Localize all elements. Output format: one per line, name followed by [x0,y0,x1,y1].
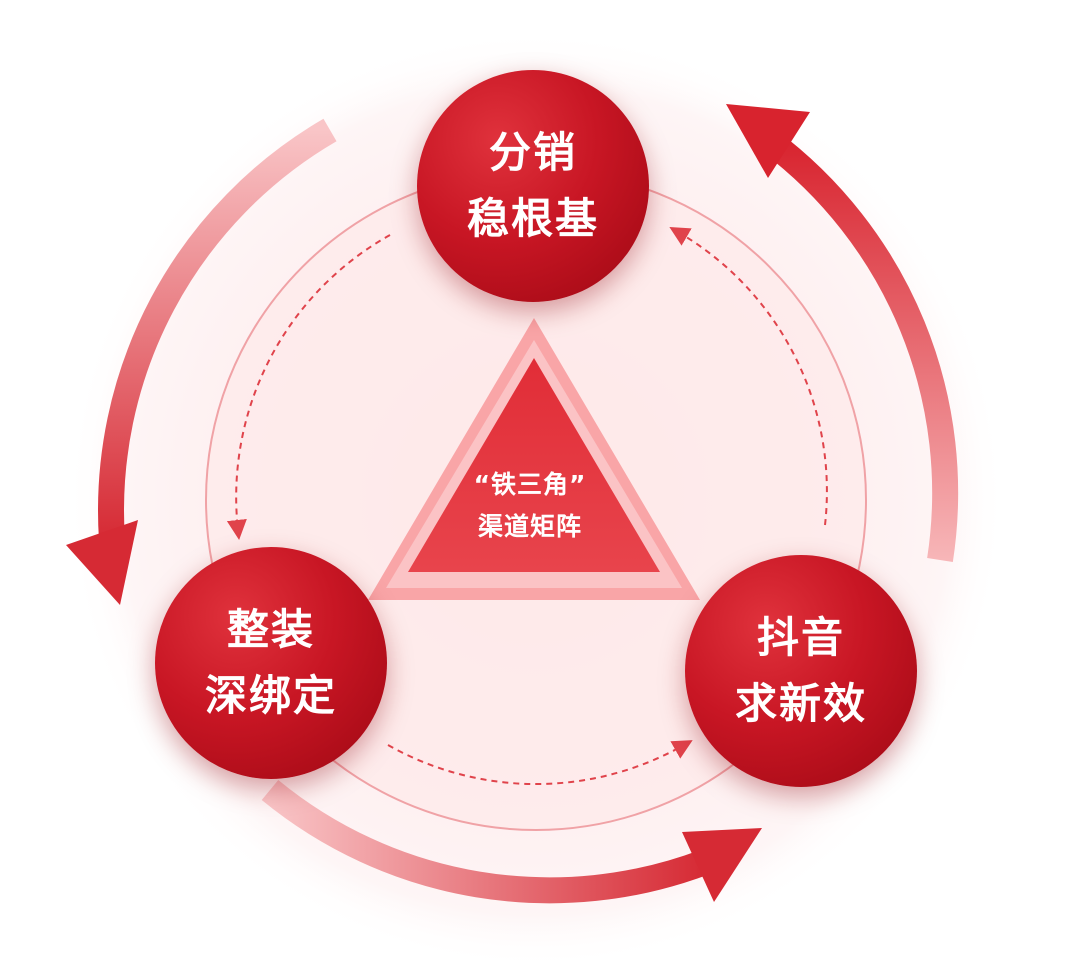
node-distribution: 分销 稳根基 [417,70,649,302]
dashed-arrow-top-to-left [226,234,391,540]
cycle-arrow-right [726,104,959,562]
cycle-arrow-bottom [261,779,762,904]
center-triangle-inner [408,358,660,572]
node-distribution-line2: 稳根基 [466,194,599,243]
node-full-decoration: 整装 深绑定 [155,547,387,779]
node-full-decoration-line1: 整装 [226,605,315,654]
node-douyin: 抖音 求新效 [685,555,917,787]
dashed-arrow-left-to-right [387,740,693,786]
center-title-line2: 渠道矩阵 [477,512,582,541]
node-distribution-line1: 分销 [488,128,577,177]
node-full-decoration-line2: 深绑定 [204,671,337,720]
cycle-arrow-left [66,118,337,605]
node-douyin-line1: 抖音 [756,613,845,662]
dashed-arrow-right-to-top [669,226,828,526]
node-douyin-line2: 求新效 [734,679,867,728]
center-title-line1: “铁三角” [473,470,587,499]
